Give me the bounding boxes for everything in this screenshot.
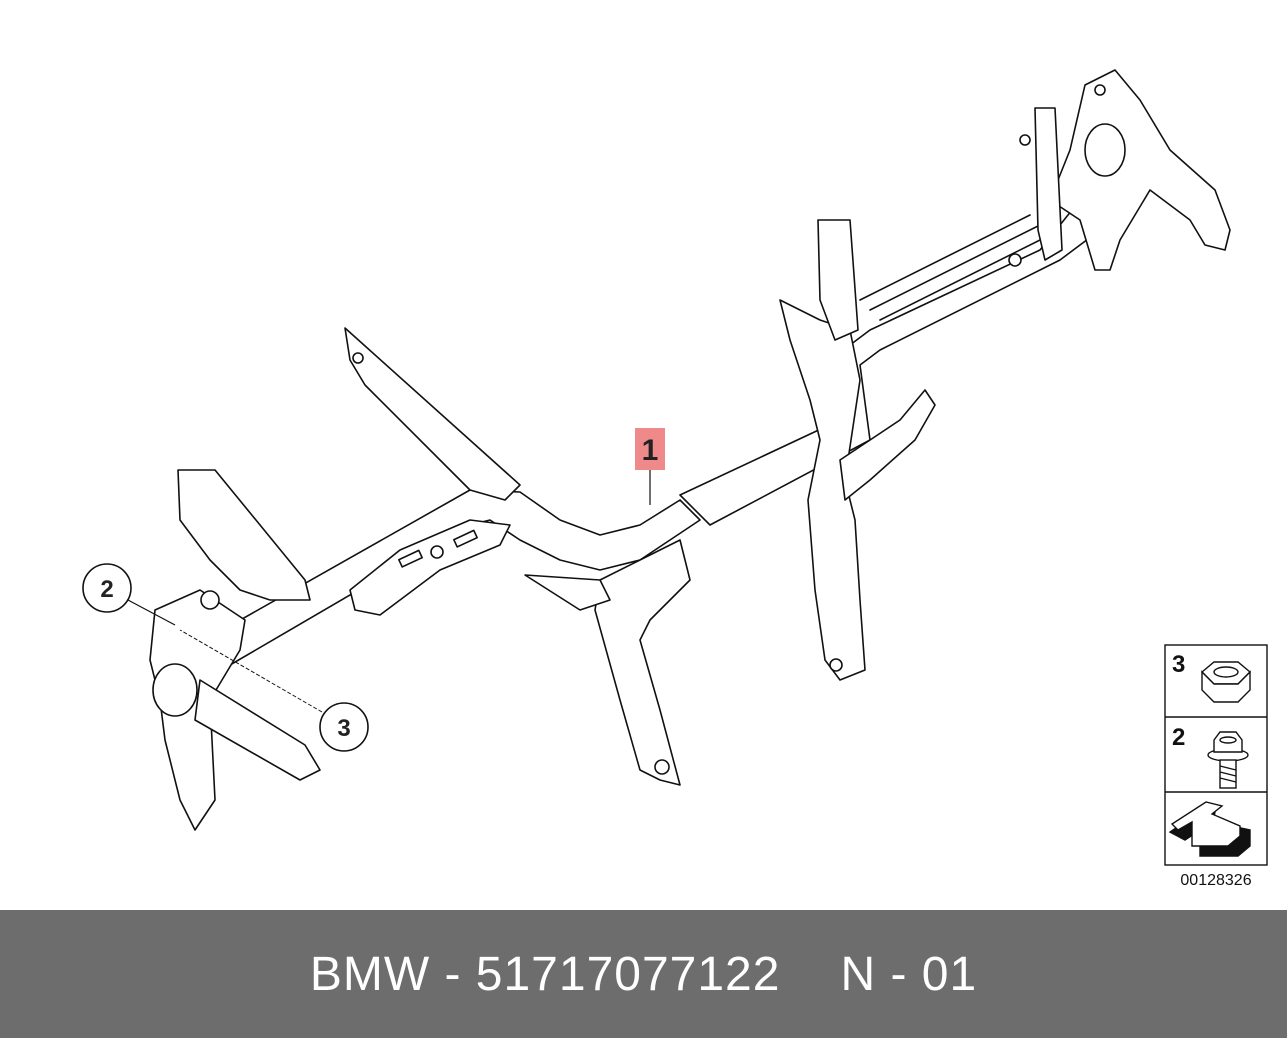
parts-legend: 3 2 00128326 [1164,644,1268,889]
callout-1[interactable]: 1 [635,428,665,505]
far-right-bracket [1049,69,1231,271]
legend-reference-id: 00128326 [1180,872,1251,889]
callout-3[interactable]: 3 [179,629,369,752]
callout-3-leader [179,629,323,713]
upper-rail [859,214,1051,321]
part-label: BMW - 51717077122 [309,947,781,1001]
right-vertical-plate [817,219,859,341]
left-lower-beam [194,679,321,781]
parts-diagram: 1 2 3 3 2 [82,69,1268,889]
callout-1-label: 1 [642,434,659,467]
tube-mounting-plate [349,519,511,616]
right-bracket-arm [839,389,936,501]
callout-1-highlight [635,428,665,470]
part-number-footer: BMW - 51717077122 N - 01 [0,910,1287,1038]
hex-nut-icon [1200,661,1252,703]
centre-support-leg [594,539,691,786]
callout-2[interactable]: 2 [82,563,176,626]
right-support-leg [779,299,866,681]
upper-left-arm [344,327,521,501]
legend-item-2-number: 2 [1172,724,1185,751]
callout-2-label: 2 [100,576,113,603]
cross-beam-drawing [149,69,1231,831]
legend-item-3-number: 3 [1172,651,1185,678]
callout-3-label: 3 [337,715,350,742]
centre-gusset [524,574,611,611]
direction-arrow-icon [1168,801,1251,857]
hex-flange-bolt-icon [1207,731,1249,789]
left-bracket-plate [177,469,311,601]
far-right-post [1034,107,1063,261]
callout-2-circle [82,563,132,613]
callout-3-circle [319,702,369,752]
position-label: N - 01 [840,947,978,1001]
callout-2-leader [127,599,176,626]
